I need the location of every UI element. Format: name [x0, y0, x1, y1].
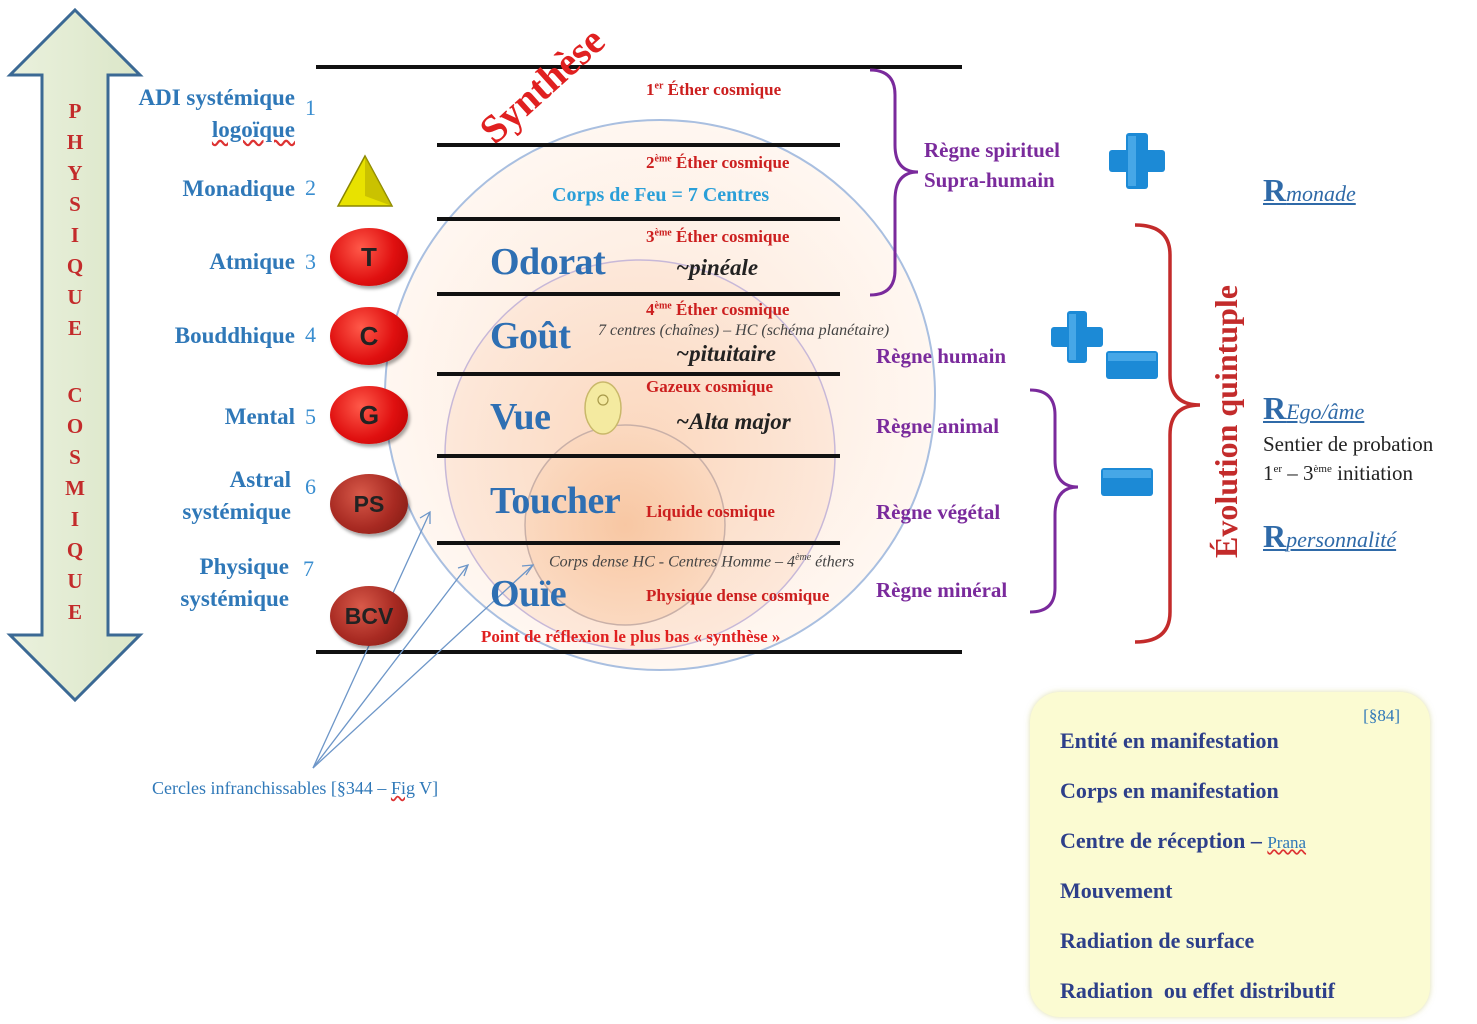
regne-vegetal-label: Règne végétal [876, 500, 1001, 524]
info-item-radiation-distributif: Radiation ou effet distributif [1060, 978, 1335, 1003]
ether-label-4: 4ème Éther cosmique [646, 300, 790, 319]
initiation-label: 1er – 3ème initiation [1263, 461, 1413, 485]
plane-number-4: 4 [305, 322, 316, 347]
centres-note: 7 centres (chaînes) – HC (schéma planéta… [598, 322, 890, 339]
plane-number-1: 1 [305, 95, 316, 120]
sense-ouie: Ouïe [490, 573, 567, 615]
info-item-radiation-surface: Radiation de surface [1060, 928, 1255, 953]
gazeux-label: Gazeux cosmique [646, 377, 774, 396]
badge-c: C [330, 307, 408, 365]
dense-label: Physique dense cosmique [646, 586, 830, 605]
r-ego-label: REgo/âme [1263, 390, 1365, 426]
regne-mineral-label: Règne minéral [876, 578, 1008, 602]
info-item-centre: Centre de réception – Prana [1060, 828, 1307, 853]
sense-vue: Vue [490, 396, 551, 438]
plane-label-4: Bouddhique [174, 323, 295, 348]
gland-pineale: ~pinéale [676, 255, 759, 280]
gland-pituitaire: ~pituitaire [676, 341, 777, 366]
curly-brace-icon [1134, 223, 1201, 644]
plane-label-3: Atmique [209, 249, 295, 274]
liquide-label: Liquide cosmique [646, 502, 775, 521]
r-personnalite-label: Rpersonnalité [1263, 518, 1397, 554]
double-arrow-icon [6, 7, 144, 703]
ether-label-2: 2ème Éther cosmique [646, 153, 790, 172]
info-box: [§84] Entité en manifestation Corps en m… [1030, 692, 1430, 1017]
badge-ps: PS [330, 474, 408, 534]
sense-toucher: Toucher [490, 480, 621, 522]
sense-odorat: Odorat [490, 241, 606, 283]
badge-bcv: BCV [330, 586, 408, 646]
pituitary-gland-icon [584, 381, 622, 435]
info-item-entite: Entité en manifestation [1060, 728, 1279, 753]
curly-brace-icon [1029, 388, 1079, 614]
ether-label-1: 1er Éther cosmique [646, 80, 782, 99]
plane-label-1: ADI systémique logoïque [138, 85, 295, 142]
vertical-label-cosmique: C O S M I Q U E [65, 383, 85, 624]
info-item-mouvement: Mouvement [1060, 878, 1173, 903]
minus-icon [1101, 468, 1153, 496]
plane-number-6: 6 [305, 474, 316, 499]
plane-number-3: 3 [305, 249, 316, 274]
inner-circle [524, 424, 726, 626]
evolution-quintuple-label: Évolution quintuple [1208, 285, 1244, 558]
plane-number-7: 7 [303, 556, 314, 581]
gland-alta-major: ~Alta major [676, 409, 791, 434]
sentier-probation-label: Sentier de probation [1263, 432, 1434, 456]
plane-number-5: 5 [305, 404, 316, 429]
plus-icon [1051, 311, 1103, 363]
cercles-caption: Cercles infranchissables [§344 – Fig V] [152, 778, 439, 798]
sense-gout: Goût [490, 315, 571, 357]
corps-de-feu-label: Corps de Feu = 7 Centres [552, 184, 770, 206]
regne-humain-label: Règne humain [876, 344, 1007, 368]
info-item-corps: Corps en manifestation [1060, 778, 1279, 803]
minus-icon [1106, 351, 1158, 379]
regne-supra-humain-label: Supra-humain [924, 168, 1055, 192]
plane-number-2: 2 [305, 175, 316, 200]
plane-label-2: Monadique [182, 176, 295, 201]
plane-label-5: Mental [224, 404, 295, 429]
ether-label-3: 3ème Éther cosmique [646, 227, 790, 246]
regne-spirituel-label: Règne spirituel [924, 138, 1060, 162]
badge-t: T [330, 228, 408, 286]
plane-label-7: Physique systémique [180, 554, 289, 611]
curly-brace-icon [869, 68, 919, 297]
info-box-ref: [§84] [1363, 706, 1400, 725]
r-monade-label: Rmonade [1263, 172, 1356, 208]
regne-animal-label: Règne animal [876, 414, 1000, 438]
point-reflexion-label: Point de réflexion le plus bas « synthès… [481, 627, 781, 646]
vertical-label-physique: P H Y S I Q U E [66, 99, 84, 340]
plus-icon [1109, 133, 1165, 189]
plane-label-6: Astral systémique [182, 467, 291, 524]
badge-g: G [330, 386, 408, 444]
corps-dense-note: Corps dense HC - Centres Homme – 4ème ét… [549, 552, 855, 571]
